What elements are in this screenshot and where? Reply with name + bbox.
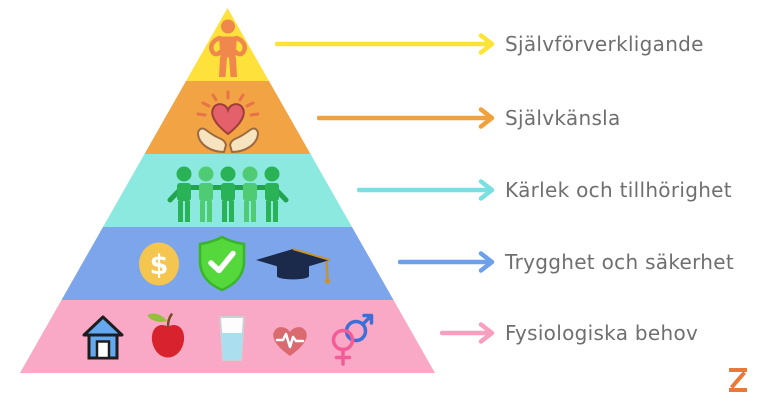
check-shield-icon xyxy=(198,235,246,292)
heart-pulse-icon xyxy=(273,327,307,356)
standing-person-icon xyxy=(209,19,247,77)
level-4-label: Trygghet och säkerhet xyxy=(505,250,735,274)
group-of-people-icon xyxy=(167,166,289,222)
level-2-label: Självkänsla xyxy=(505,106,621,130)
dollar-coin-icon: $ xyxy=(139,242,179,286)
level-4-arrow-icon xyxy=(398,251,495,273)
apple-icon xyxy=(147,313,185,358)
graduation-cap-icon xyxy=(256,248,331,284)
house-icon xyxy=(82,315,124,360)
heart-in-hands-icon xyxy=(196,90,260,153)
pyramid: $ xyxy=(20,8,435,373)
level-1-arrow-icon xyxy=(275,33,495,55)
level-2-arrow-icon xyxy=(317,107,495,129)
gender-symbols-icon xyxy=(331,313,374,366)
level-3-label: Kärlek och tillhörighet xyxy=(505,178,732,202)
level-3-arrow-icon xyxy=(357,179,495,201)
brand-logo-icon xyxy=(726,366,750,398)
dollar-glyph: $ xyxy=(150,250,169,281)
water-glass-icon xyxy=(219,316,245,361)
level-5-label: Fysiologiska behov xyxy=(505,321,699,345)
level-5-arrow-icon xyxy=(440,322,495,344)
level-1-label: Självförverkligande xyxy=(505,32,704,56)
